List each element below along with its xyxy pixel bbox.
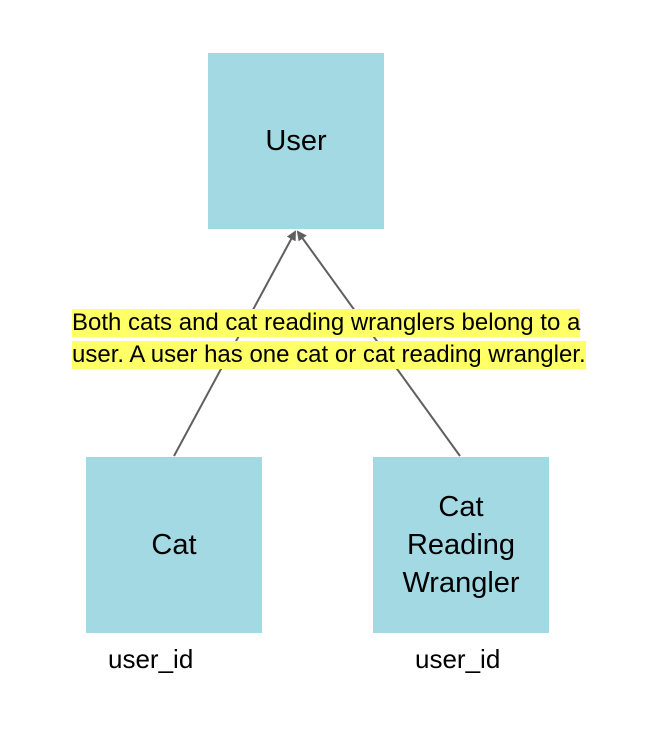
wrangler-entity-box: Cat Reading Wrangler <box>373 457 549 633</box>
wrangler-entity-label: Cat Reading Wrangler <box>402 491 520 599</box>
relationship-note: Both cats and cat reading wranglers belo… <box>72 307 592 371</box>
cat-entity-label: Cat <box>151 529 197 561</box>
wrangler-foreign-key-field: user_id <box>415 644 501 674</box>
cat-foreign-key-field: user_id <box>108 644 194 674</box>
cat-entity-box: Cat <box>86 457 262 633</box>
user-entity-box: User <box>208 53 384 229</box>
relationship-note-text: Both cats and cat reading wranglers belo… <box>72 309 586 369</box>
user-entity-label: User <box>265 125 327 157</box>
